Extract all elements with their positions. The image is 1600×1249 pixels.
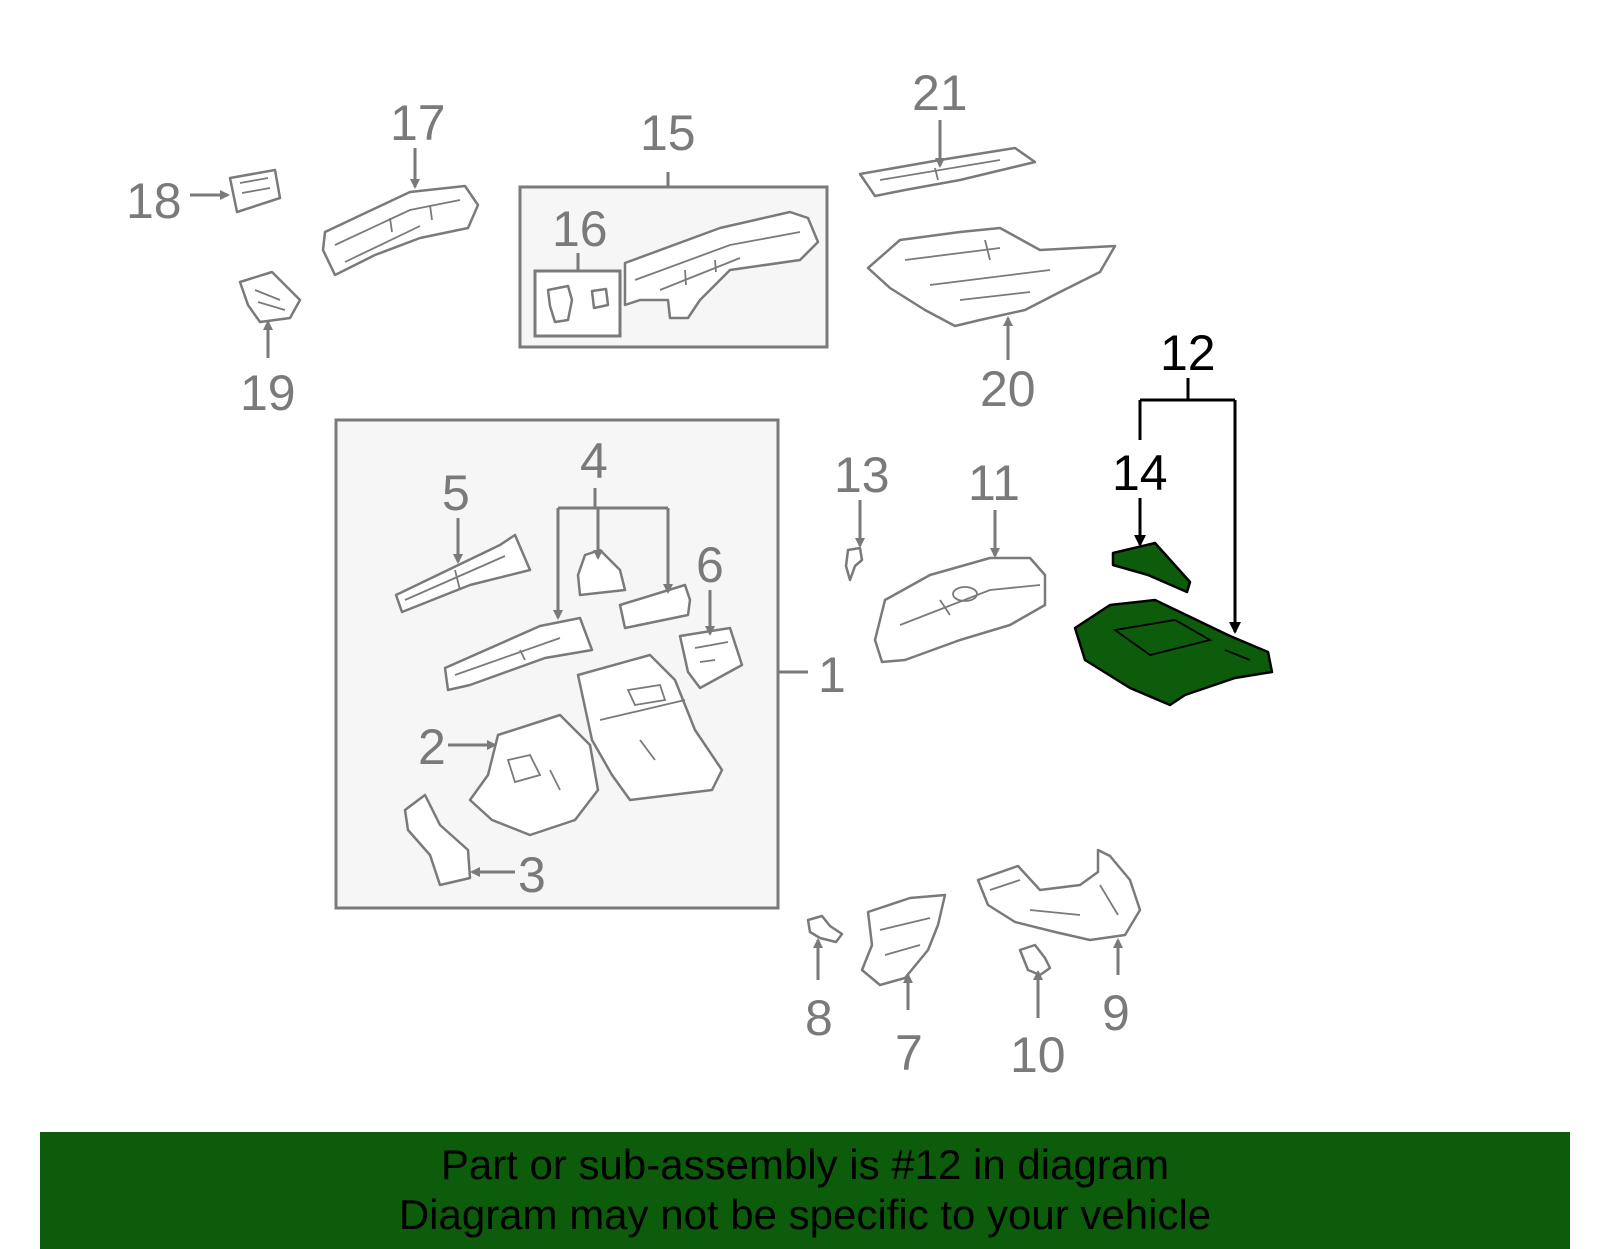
part-13-clip (844, 546, 864, 582)
part-9-pan (976, 848, 1142, 942)
callout-2: 2 (418, 719, 446, 775)
part-15-side-member (623, 210, 820, 320)
part-6-bracket (678, 626, 744, 690)
part-2-apron (468, 713, 600, 837)
callout-17: 17 (390, 95, 446, 151)
part-1-apron (576, 653, 724, 802)
callout-11: 11 (968, 455, 1020, 511)
part-8-bolt (806, 914, 844, 944)
banner-line-part: Part or sub-assembly is #12 in diagram (440, 1141, 1170, 1188)
callout-9: 9 (1102, 985, 1130, 1041)
banner-line-disclaimer: Diagram may not be specific to your vehi… (398, 1191, 1212, 1238)
callout-7: 7 (895, 1025, 923, 1081)
callout-numbers: 18 17 19 15 16 21 20 5 4 6 1 2 3 13 11 1… (126, 65, 1216, 1083)
part-11-cover (873, 556, 1047, 664)
callout-16: 16 (552, 201, 608, 257)
part-4-pieces (443, 548, 692, 692)
callout-20: 20 (980, 361, 1036, 417)
part-19-bracket (238, 270, 302, 324)
callout-4: 4 (580, 433, 608, 489)
part-7-bracket (860, 893, 947, 987)
part-16-brackets (546, 284, 610, 324)
leader-lines (190, 120, 1123, 1018)
part-3-bracket (403, 793, 472, 887)
highlight-leader-lines (1134, 378, 1241, 634)
callout-15: 15 (640, 105, 696, 161)
part-14-highlighted (1111, 541, 1192, 594)
callout-12: 12 (1160, 325, 1216, 381)
part-20-floor (866, 226, 1117, 328)
callout-19: 19 (240, 365, 296, 421)
part-10-bolt (1018, 943, 1052, 977)
callout-5: 5 (442, 465, 470, 521)
callout-10: 10 (1010, 1027, 1066, 1083)
callout-18: 18 (126, 173, 182, 229)
part-12-highlighted (1073, 598, 1274, 707)
callout-14: 14 (1112, 445, 1168, 501)
callout-6: 6 (696, 537, 724, 593)
info-banner: Part or sub-assembly is #12 in diagram D… (40, 1132, 1570, 1249)
callout-1: 1 (818, 647, 846, 703)
callout-21: 21 (912, 65, 968, 121)
part-21-panel (858, 146, 1037, 198)
callout-8: 8 (805, 990, 833, 1046)
part-18-bracket (228, 168, 282, 214)
callout-3: 3 (518, 847, 546, 903)
part-17-rail (321, 184, 480, 277)
callout-13: 13 (834, 447, 890, 503)
part-5-rail (394, 533, 532, 614)
